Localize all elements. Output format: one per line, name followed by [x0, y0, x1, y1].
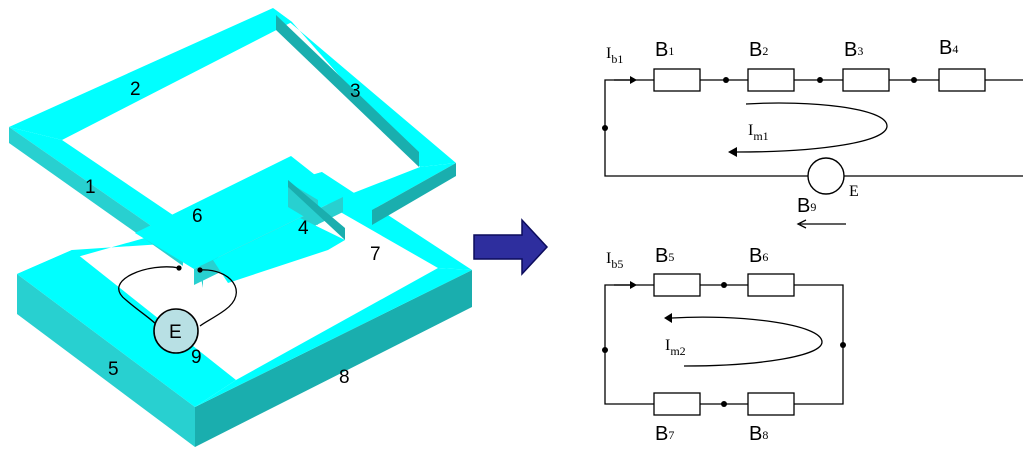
- bar-8-front-face: [195, 270, 472, 447]
- source-wire-right: [199, 269, 237, 327]
- label-b3: B3: [844, 39, 863, 61]
- bar-3-label: 3: [350, 81, 361, 102]
- resistor-b8: [747, 392, 795, 416]
- bar-1-label: 1: [85, 177, 96, 198]
- bar-2-top: [9, 8, 292, 140]
- label-b7: B7: [655, 423, 674, 445]
- bar-3-inner-face: [276, 15, 419, 167]
- top-circuit-loop: [604, 79, 1023, 177]
- bottom-circuit-loop: [604, 284, 844, 405]
- bottom-branch-arrowhead-icon: [630, 281, 637, 289]
- source-terminal-left: [176, 265, 182, 271]
- upper-frame: [9, 8, 456, 285]
- bar-1-top: [9, 127, 204, 248]
- resistor-b3: [842, 68, 890, 92]
- mesh-m2-arrowhead-icon: [664, 313, 672, 323]
- top-node-b1-b2: [723, 77, 729, 83]
- resistor-b6: [747, 273, 795, 297]
- frame-model: E 2 3 1 6 4 7 5 9 8: [9, 8, 472, 447]
- mesh-m1-arrowhead-icon: [728, 147, 737, 157]
- circuit-bottom: Ib5 B5 B6 B7 B8 Im2: [602, 245, 846, 445]
- resistor-b2: [747, 68, 795, 92]
- bar-5-label: 5: [108, 359, 119, 380]
- resistor-b5: [653, 273, 701, 297]
- bar-7-label: 7: [370, 244, 381, 265]
- label-b1: B1: [655, 39, 674, 61]
- top-node-b2-b3: [817, 77, 823, 83]
- bottom-node-b5-b6: [721, 282, 727, 288]
- bar-5-front-face: [17, 274, 195, 447]
- mesh-m1-loop: [736, 102, 888, 153]
- top-branch-arrowhead-icon: [630, 76, 637, 84]
- label-b4: B4: [939, 37, 958, 59]
- source-current-arrowhead-icon: [796, 219, 807, 229]
- bar-4-label: 4: [298, 218, 309, 239]
- label-b9: B9: [797, 195, 816, 217]
- bottom-node-b7-b8: [721, 401, 727, 407]
- bottom-node-left: [602, 347, 608, 353]
- label-b5: B5: [655, 245, 674, 267]
- bar-6-label: 6: [192, 206, 203, 227]
- top-branch-current-label: Ib1: [606, 45, 623, 66]
- source-emf-label: E: [849, 183, 859, 200]
- bar-8-top: [195, 268, 472, 407]
- source-wire-left: [118, 266, 180, 327]
- transform-arrow-icon: [473, 218, 549, 276]
- bar-upper-right-top: [343, 163, 456, 210]
- bar-9-label: 9: [191, 347, 202, 368]
- model-source-label: E: [169, 322, 182, 343]
- resistor-b4: [938, 68, 986, 92]
- bottom-node-right: [840, 342, 846, 348]
- bar-lower-back-left-top: [17, 228, 180, 274]
- model-source: E: [118, 265, 237, 354]
- mesh-m1-label: Im1: [748, 122, 769, 143]
- bar-5-top: [17, 250, 236, 407]
- top-node-left: [602, 125, 608, 131]
- circuit-top: Ib1 B1 B2 B3 B4 Im1 E B9: [602, 37, 1023, 229]
- bar-2-label: 2: [130, 79, 141, 100]
- bar-upper-right-face: [372, 163, 456, 225]
- source-terminal-right: [197, 267, 203, 273]
- bottom-branch-current-label: Ib5: [606, 250, 623, 271]
- label-b2: B2: [749, 39, 768, 61]
- label-b8: B8: [749, 423, 768, 445]
- bar-3-top: [273, 8, 456, 167]
- bar-4-top: [213, 218, 345, 283]
- mesh-m2-loop: [671, 316, 823, 367]
- top-node-b3-b4: [911, 77, 917, 83]
- bar-4-side-face: [288, 180, 345, 240]
- bar-8-label: 8: [339, 367, 350, 388]
- source-b9-symbol: [807, 157, 845, 195]
- resistor-b1: [653, 68, 701, 92]
- resistor-b7: [653, 392, 701, 416]
- mesh-m2-label: Im2: [665, 337, 686, 358]
- label-b6: B6: [749, 245, 768, 267]
- model-source-circle: [153, 308, 199, 354]
